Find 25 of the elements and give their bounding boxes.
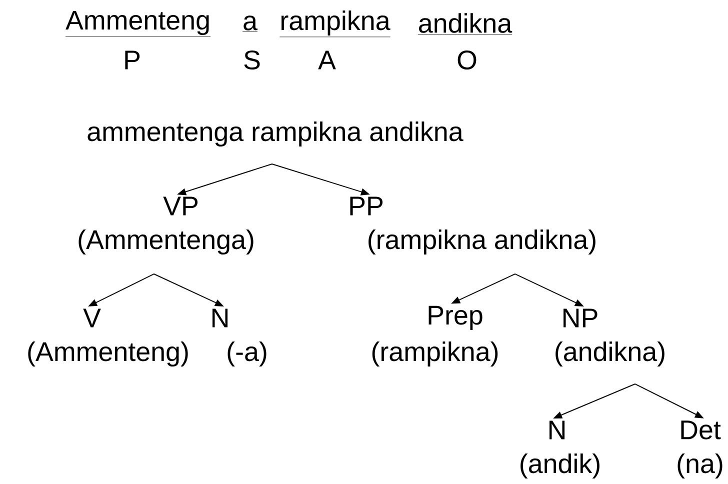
word-label: O <box>458 50 476 70</box>
word-gloss: (andikna) <box>556 341 664 367</box>
word-label: P <box>125 50 140 70</box>
category-label: Det <box>681 420 721 440</box>
word-gloss: (Ammentenga) <box>78 229 254 255</box>
category-label: Prep <box>428 306 482 330</box>
category-label: PP <box>350 196 383 216</box>
category-label: VP <box>163 196 198 216</box>
word-gloss: (-a) <box>228 341 266 367</box>
word-label: rampikna <box>280 10 391 38</box>
word-gloss: (na) <box>678 453 722 479</box>
category-label: V <box>83 308 101 328</box>
word-gloss: (andik) <box>520 453 600 479</box>
word-label: andikna <box>418 13 512 34</box>
word-label: a <box>242 16 258 32</box>
category-label: N <box>550 420 565 440</box>
word-label: S <box>244 50 260 70</box>
phrase-label: ammentenga rampikna andikna <box>88 121 464 147</box>
word-gloss: (rampikna) <box>372 341 498 367</box>
category-label: N <box>212 308 228 328</box>
word-gloss: (rampikna andikna) <box>368 229 596 255</box>
word-gloss: (Ammenteng) <box>28 341 188 367</box>
category-label: NP <box>564 308 598 328</box>
word-label: A <box>318 50 336 70</box>
word-label: Ammenteng <box>65 10 211 37</box>
